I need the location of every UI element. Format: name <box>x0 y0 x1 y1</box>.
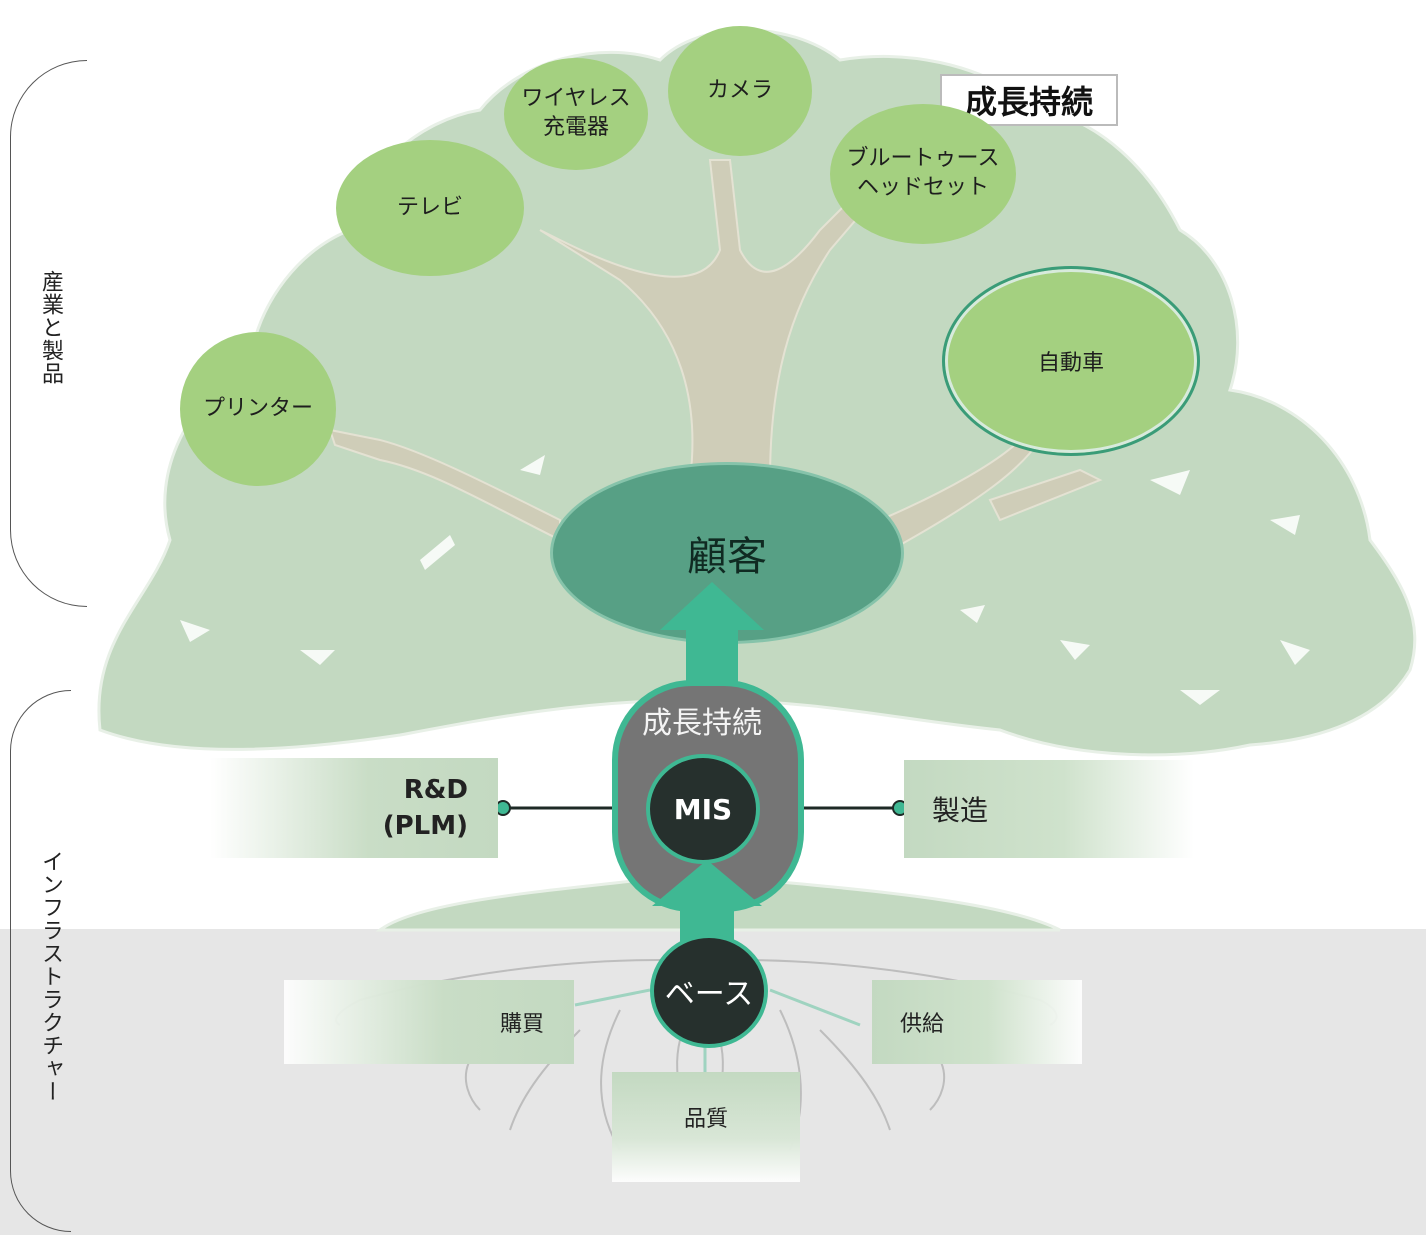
supply-label: 供給 <box>900 1012 945 1037</box>
quality-label: 品質 <box>683 1107 728 1132</box>
leaf-camera: カメラ <box>668 26 812 156</box>
rd-plm-label: R&D (PLM) <box>382 774 468 841</box>
base-node: ベース <box>650 934 768 1048</box>
corner-title: 成長持続 <box>940 74 1118 126</box>
quality-node: 品質 <box>612 1072 800 1182</box>
pillar-label: 成長持続 <box>642 706 762 741</box>
leaf-tv: テレビ <box>336 140 524 276</box>
manufacturing-node: 製造 <box>904 760 1194 858</box>
purchasing-node: 購買 <box>284 980 574 1064</box>
purchasing-label: 購買 <box>499 1012 544 1037</box>
leaf-wireless-charger: ワイヤレス 充電器 <box>504 58 648 170</box>
mis-node: MIS <box>646 754 760 864</box>
products-section-label: 産業と製品 <box>38 270 63 385</box>
arrow-to-pillar <box>652 860 762 960</box>
supply-node: 供給 <box>872 980 1082 1064</box>
leaf-printer: プリンター <box>180 332 336 486</box>
rd-plm-node: R&D (PLM) <box>210 758 498 858</box>
manufacturing-label: 製造 <box>932 794 989 827</box>
infrastructure-section-label: インフラストラクチャー <box>38 850 63 1103</box>
arrow-to-customer <box>660 582 764 692</box>
leaf-bluetooth-headset: ブルートゥース ヘッドセット <box>830 104 1016 244</box>
leaf-car: 自動車 <box>942 266 1200 456</box>
